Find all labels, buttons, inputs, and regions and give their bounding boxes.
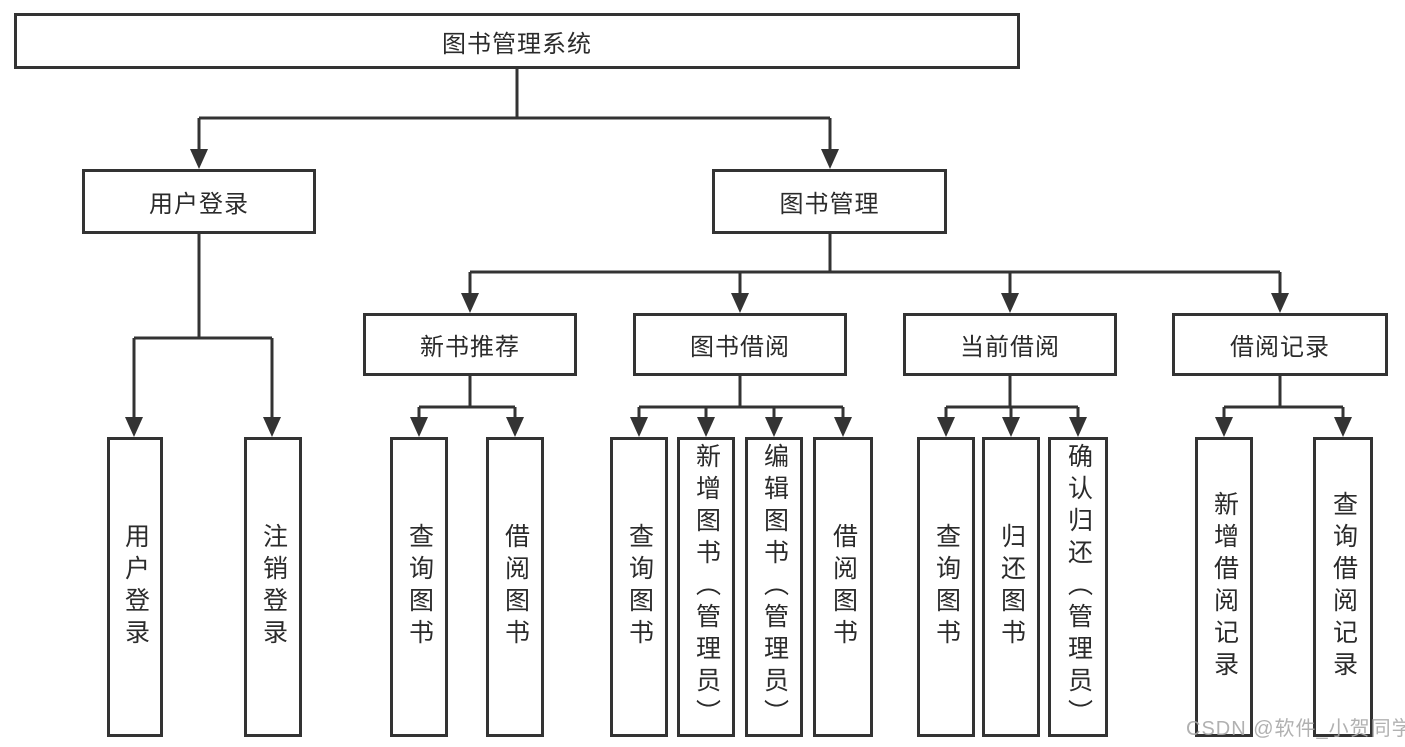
- leaf-borrow-books-recommend: 借阅图书: [486, 437, 544, 737]
- leaf-add-books-admin: 新增图书（管理员）: [677, 437, 735, 737]
- arrow-down-icon: [125, 417, 143, 437]
- arrow-down-icon: [506, 417, 524, 437]
- leaf-add-borrow-record: 新增借阅记录: [1195, 437, 1253, 737]
- arrow-down-icon: [937, 417, 955, 437]
- arrow-down-icon: [765, 417, 783, 437]
- arrow-down-icon: [410, 417, 428, 437]
- node-user-login-group: 用户登录: [82, 169, 316, 234]
- leaf-logout: 注销登录: [244, 437, 302, 737]
- arrow-down-icon: [190, 149, 208, 169]
- node-borrowing-records: 借阅记录: [1172, 313, 1388, 376]
- node-current-borrowing: 当前借阅: [903, 313, 1117, 376]
- csdn-watermark: CSDN @软件_小贺同学: [1186, 718, 1405, 740]
- leaf-confirm-return-admin: 确认归还（管理员）: [1048, 437, 1108, 737]
- arrow-down-icon: [461, 293, 479, 313]
- connector-lines: [132, 69, 1345, 419]
- leaf-query-books-recommend: 查询图书: [390, 437, 448, 737]
- leaf-query-books-current: 查询图书: [917, 437, 975, 737]
- arrow-down-icon: [697, 417, 715, 437]
- node-book-management-group: 图书管理: [712, 169, 947, 234]
- node-library-management-system: 图书管理系统: [14, 13, 1020, 69]
- leaf-user-login: 用户登录: [107, 437, 163, 737]
- leaf-borrow-books: 借阅图书: [813, 437, 873, 737]
- arrow-down-icon: [834, 417, 852, 437]
- arrow-down-icon: [1271, 293, 1289, 313]
- leaf-return-books: 归还图书: [982, 437, 1040, 737]
- arrow-down-icon: [1001, 293, 1019, 313]
- arrow-down-icon: [731, 293, 749, 313]
- arrow-down-icon: [263, 417, 281, 437]
- leaf-query-books-borrowing: 查询图书: [610, 437, 668, 737]
- leaf-query-borrow-record: 查询借阅记录: [1313, 437, 1373, 737]
- arrow-down-icon: [1069, 417, 1087, 437]
- leaf-edit-books-admin: 编辑图书（管理员）: [745, 437, 803, 737]
- arrow-down-icon: [1334, 417, 1352, 437]
- arrowhead-icons: [125, 149, 1352, 437]
- arrow-down-icon: [821, 149, 839, 169]
- arrow-down-icon: [1002, 417, 1020, 437]
- node-book-borrowing: 图书借阅: [633, 313, 847, 376]
- node-new-book-recommendation: 新书推荐: [363, 313, 577, 376]
- arrow-down-icon: [1215, 417, 1233, 437]
- arrow-down-icon: [630, 417, 648, 437]
